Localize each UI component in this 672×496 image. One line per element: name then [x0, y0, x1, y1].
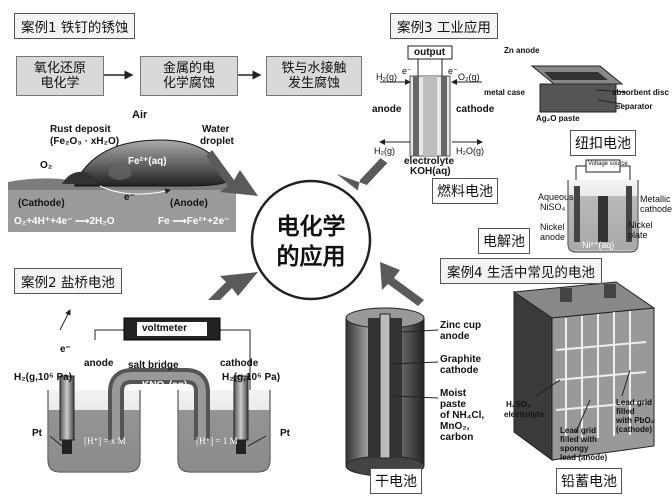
rust-label: Rust deposit	[50, 124, 111, 135]
separator-label: separator	[616, 102, 653, 111]
lead-battery-drawing	[512, 281, 656, 461]
anode-equation: Fe ⟶Fe²⁺+2e⁻	[158, 216, 230, 227]
nickel-anode-label: anode	[540, 232, 566, 242]
lead-grid-cathode-1: Lead grid	[616, 398, 653, 407]
graphite-label: Graphite	[440, 354, 482, 365]
kno3-label: KNO₃(aq)	[142, 380, 188, 391]
paste-label: paste	[440, 399, 467, 410]
cathode-label: (Cathode)	[18, 198, 65, 209]
voltmeter-label: voltmeter	[142, 323, 188, 334]
center-circle	[250, 179, 372, 301]
case4-title: 案例4 生活中常见的电池	[440, 258, 602, 284]
dry-cell-caption: 干电池	[370, 468, 422, 494]
button-battery-drawing	[530, 65, 627, 113]
case2-title: 案例2 盐桥电池	[14, 268, 122, 294]
graphite-cathode-label: cathode	[440, 365, 479, 376]
fuel-anode-label: anode	[372, 104, 402, 115]
fuel-cell-drawing	[379, 45, 483, 157]
metal-case-label: metal case	[484, 88, 525, 97]
h2-right-label: H₂(g,10⁵ Pa)	[222, 372, 281, 383]
fuel-e-right: e⁻	[448, 66, 458, 76]
metallic-label: Metallic	[640, 194, 671, 204]
pt-right-label: Pt	[280, 428, 290, 439]
center-line-1: 电化学	[276, 214, 346, 240]
nickel-label: Nickel	[540, 222, 565, 232]
droplet-label: droplet	[200, 136, 234, 147]
flow-box-redox: 氧化还原 电化学	[16, 56, 104, 96]
dry-cell-drawing	[345, 307, 439, 477]
electrolysis-caption: 电解池	[478, 228, 530, 254]
output-label: output	[414, 47, 446, 58]
h2-in-label: H₂(g)	[376, 72, 397, 82]
flow-box-corrosion: 金属的电 化学腐蚀	[140, 56, 238, 96]
fuel-e-left: e⁻	[402, 66, 412, 76]
metallic-cathode-label: cathode	[640, 204, 672, 214]
lead-grid-anode-1: Lead grid	[560, 426, 597, 435]
center-title: 电化学 的应用	[268, 212, 354, 272]
h2-left-label: H₂(g,10⁵ Pa)	[14, 372, 73, 383]
lead-battery-caption: 铅蓄电池	[556, 468, 622, 494]
lead-grid-anode-3: spongy	[560, 444, 589, 453]
air-label: Air	[132, 109, 148, 121]
case3-title: 案例3 工业应用	[390, 13, 498, 39]
flow-box-water-contact: 铁与水接触 发生腐蚀	[266, 56, 362, 96]
fuel-cell-caption: 燃料电池	[432, 178, 498, 204]
electrolyte-label: electrolyte	[404, 156, 455, 167]
voltage-source-label: Voltage source	[588, 161, 628, 167]
lead-grid-cathode-4: (cathode)	[616, 425, 652, 434]
anode-label: (Anode)	[170, 198, 208, 209]
carbon-label: carbon	[440, 432, 474, 443]
case1-title: 案例1 铁钉的锈蚀	[14, 13, 136, 39]
h2so4-label: H₂SO₄	[506, 400, 531, 409]
lead-grid-anode-4: lead (anode)	[560, 453, 608, 462]
mno2-label: MnO₂,	[440, 421, 470, 432]
water-label: Water	[202, 124, 230, 135]
lead-grid-cathode-3: with PbO₂	[616, 416, 655, 425]
nickel-plate-label: Nickel	[628, 220, 653, 230]
o2-label: O₂	[40, 160, 53, 171]
rust-formula: (Fe₂O₃ · xH₂O)	[50, 136, 120, 147]
zinc-cup-label: Zinc cup	[440, 320, 482, 331]
nh4cl-label: of NH₄Cl,	[440, 410, 485, 421]
button-battery-caption: 纽扣电池	[570, 130, 636, 156]
ni-ion-label: Ni²⁺(aq)	[582, 240, 615, 250]
center-arrows	[206, 150, 424, 306]
electron-label-2: e⁻	[60, 344, 71, 355]
h2-out-label: H₂(g)	[374, 146, 395, 156]
pt-left-label: Pt	[32, 428, 42, 439]
lead-grid-cathode-2: filled	[616, 407, 635, 416]
fuel-cathode-label: cathode	[456, 104, 495, 115]
electron-label: e⁻	[124, 192, 135, 203]
conc-right-label: [H⁺] = 1 M	[196, 436, 238, 446]
cathode-equation: O₂+4H⁺+4e⁻ ⟶2H₂O	[14, 216, 115, 227]
absorbent-label: absorbent disc	[612, 88, 669, 97]
anode-label-2: anode	[84, 358, 114, 369]
salt-bridge-label: salt bridge	[128, 360, 179, 371]
lead-grid-anode-2: filled with	[560, 435, 597, 444]
moist-label: Moist	[440, 388, 467, 399]
electrolysis-drawing	[567, 159, 639, 253]
fe-ion-label: Fe²⁺(aq)	[128, 156, 167, 167]
aqueous-label: Aqueous	[538, 192, 574, 202]
conc-left-label: [H⁺] = x M	[84, 436, 126, 446]
zn-anode-label: Zn anode	[504, 46, 540, 55]
h2o-out-label: H₂O(g)	[456, 146, 484, 156]
zinc-anode-label: anode	[440, 331, 470, 342]
electrolyte-label-2: electrolyte	[504, 410, 545, 419]
niso4-label: NiSO₄	[540, 202, 566, 212]
cathode-label-2: cathode	[220, 358, 259, 369]
o2-in-label: O₂(g)	[458, 72, 480, 82]
koh-label: KOH(aq)	[410, 166, 451, 177]
ag2o-label: Ag₂O paste	[536, 114, 580, 123]
center-line-2: 的应用	[276, 244, 346, 270]
corrosion-drawing	[8, 139, 236, 232]
salt-bridge-cell	[8, 300, 298, 490]
plate-label: plate	[628, 230, 648, 240]
